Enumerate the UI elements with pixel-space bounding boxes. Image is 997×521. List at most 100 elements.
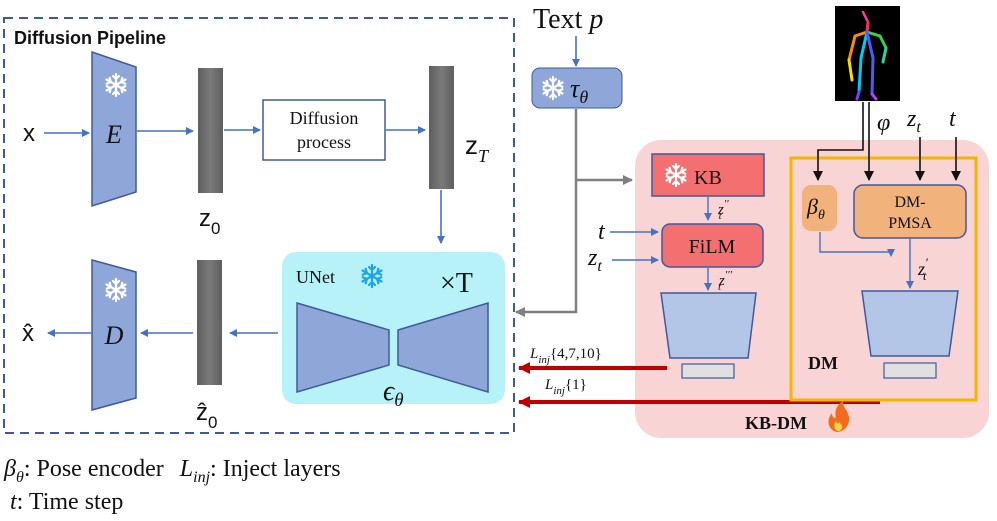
input-x-label: x <box>23 120 35 147</box>
text-prompt-var: p <box>587 4 603 35</box>
latent-z0-block <box>198 68 223 193</box>
encoder-label: E <box>105 120 122 149</box>
film-zt-input: zt <box>587 245 602 275</box>
unet-eps-label: ϵθ <box>383 376 404 411</box>
kb-zt2-main: z <box>717 202 724 218</box>
arrow-tau-to-unet <box>515 109 578 317</box>
legend-line2: t: Time step <box>10 489 123 515</box>
inject-label-4-7-10: Linj{4,7,10} <box>529 346 602 366</box>
latent-zT-label-main: z <box>465 130 478 160</box>
unet-up-block <box>397 301 489 394</box>
dm-pmsa-box <box>853 184 967 239</box>
diffusion-process-box <box>262 99 386 161</box>
dm-unet-block <box>861 290 959 357</box>
dm-ztp-main: z <box>917 259 925 279</box>
beta-box <box>802 185 837 231</box>
kb-zt3-sup: ′′′ <box>725 269 733 281</box>
text-prompt-label: Text p <box>533 4 603 35</box>
dm-ztp-sup: ′ <box>925 255 928 270</box>
fire-icon <box>828 401 850 432</box>
text-encoder-tau-sub: θ <box>579 87 588 107</box>
dm-ztp-label: z′t <box>917 255 928 283</box>
text-prompt-word: Text <box>533 4 589 35</box>
unet-times-T: ×T <box>440 268 473 299</box>
latent-zT-label-sub: T <box>478 146 490 166</box>
unet-eps-symbol: ϵ <box>383 376 396 407</box>
inject-label-4-7-10-L: L <box>529 346 538 362</box>
legend-t: t <box>10 489 18 515</box>
film-zt-sub: t <box>597 258 602 275</box>
latent-zT-block <box>429 66 454 189</box>
inject-label-1-sub: inj <box>553 385 565 397</box>
latent-z0-label: z0 <box>199 205 220 238</box>
unet-label: UNet <box>296 267 335 287</box>
film-zt-main: z <box>587 245 598 271</box>
arrow-pose-to-beta <box>813 102 864 181</box>
dm-phi-input: φ <box>877 110 890 136</box>
latent-z0-label-main: z <box>199 205 211 232</box>
legend-linj-sub: inj <box>193 469 210 486</box>
kb-box <box>651 153 765 197</box>
legend-linj-text: : Inject layers <box>210 456 341 482</box>
diffusion-process-line1: Diffusion <box>290 108 359 128</box>
arrow-beta-to-pmsa-output <box>819 232 895 257</box>
pose-skeleton-image <box>835 6 900 101</box>
inject-label-1: Linj{1} <box>544 377 587 397</box>
dm-zt-sub: t <box>916 119 921 136</box>
latent-z0hat-label-sub: 0 <box>208 413 217 432</box>
beta-symbol: β <box>806 194 818 219</box>
kb-label: KB <box>694 167 722 189</box>
kb-unet-block <box>660 292 757 359</box>
inject-label-4-7-10-sub: inj <box>538 354 550 366</box>
legend-beta: β <box>3 456 16 482</box>
dm-pmsa-line1: DM- <box>894 194 925 211</box>
legend-line1: βθ: Pose encoder Linj: Inject layers <box>3 456 341 486</box>
kb-zt2-label: z′′t <box>717 198 729 222</box>
text-encoder-label: τθ <box>570 74 588 107</box>
legend-beta-text: : Pose encoder <box>24 456 176 482</box>
dm-pmsa-line2: PMSA <box>888 215 932 232</box>
diffusion-process-line2: process <box>297 132 351 152</box>
beta-sub: θ <box>818 208 825 223</box>
legend-beta-sub: θ <box>16 469 24 486</box>
kbdm-group-text: KB-DM <box>745 413 807 433</box>
decoder-block <box>91 259 137 411</box>
unet-down-block <box>296 301 390 394</box>
inject-label-1-L: L <box>544 377 553 393</box>
diffusion-pipeline-frame <box>3 17 515 434</box>
dm-output-bar <box>883 362 937 379</box>
text-encoder-box <box>531 67 623 109</box>
film-box <box>661 223 764 268</box>
latent-z0hat-label-main: ẑ <box>196 399 208 426</box>
decoder-label: D <box>104 321 124 350</box>
latent-z0hat-block <box>197 260 222 385</box>
kb-zt3-sub: t <box>718 281 722 293</box>
inject-label-4-7-10-set: {4,7,10} <box>550 346 602 362</box>
dm-box <box>789 156 978 402</box>
kb-zt2-sub: t <box>719 210 723 222</box>
kb-zt2-sup: ′′ <box>724 198 729 210</box>
kb-zt3-label: z′′′t <box>718 269 733 293</box>
unet-eps-sub: θ <box>394 390 403 411</box>
kb-output-bar <box>681 363 735 379</box>
kb-zt3-main: z <box>718 273 725 289</box>
dm-zt-main: z <box>906 106 917 132</box>
latent-z0-label-sub: 0 <box>211 219 220 238</box>
dm-zt-input: zt <box>906 106 921 136</box>
output-xhat-label: x̂ <box>22 320 34 347</box>
film-t-input: t <box>598 219 606 245</box>
text-encoder-tau: τ <box>570 74 581 103</box>
kbdm-group-label: KB-DM <box>745 413 807 433</box>
dm-label: DM <box>808 353 838 373</box>
film-label: FiLM <box>689 236 736 258</box>
latent-z0hat-label: ẑ0 <box>196 399 217 432</box>
dm-ztp-sub: t <box>923 268 927 283</box>
legend-linj: L <box>179 456 193 482</box>
beta-label: βθ <box>806 194 825 223</box>
dm-t-input: t <box>949 106 957 132</box>
legend-t-text: : Time step <box>17 489 124 515</box>
latent-zT-label: zT <box>465 130 490 166</box>
diffusion-pipeline-title: Diffusion Pipeline <box>14 28 166 48</box>
inject-label-1-set: {1} <box>565 377 587 393</box>
